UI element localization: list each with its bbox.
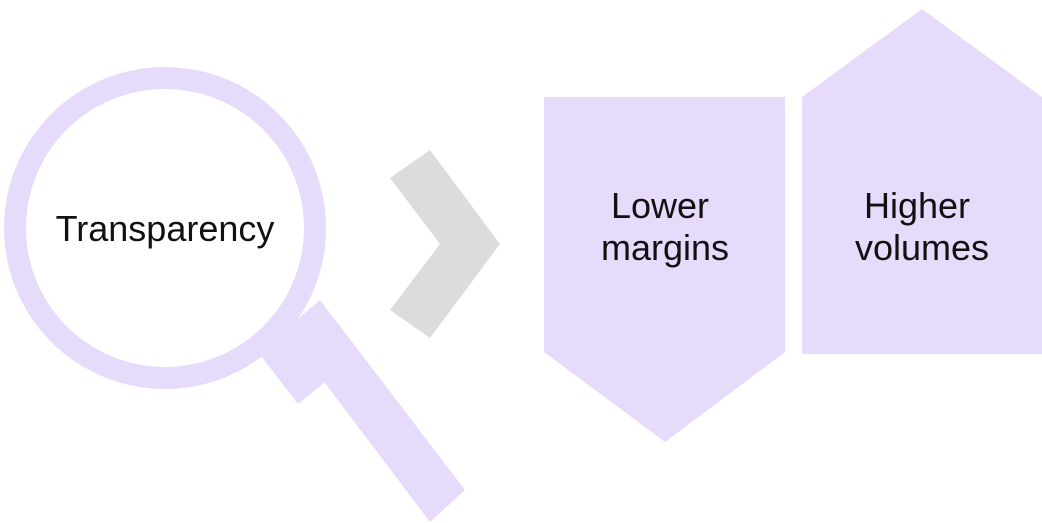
magnifier-handle (285, 300, 465, 522)
down-arrow-label: Lower margins (601, 185, 729, 268)
magnifier-label: Transparency (56, 208, 275, 249)
chevron-right-icon (390, 150, 500, 338)
magnifying-glass-icon: Transparency (4, 67, 465, 522)
down-arrow-label-line2: margins (601, 227, 729, 268)
magnifier-lens (4, 67, 326, 389)
up-arrow-body (802, 9, 1042, 354)
down-arrow-shape: Lower margins (544, 97, 785, 442)
up-arrow-label: Higher volumes (855, 185, 989, 268)
up-arrow-label-line1: Higher (864, 185, 970, 226)
up-arrow-label-line2: volumes (855, 227, 989, 268)
up-arrow-shape: Higher volumes (802, 9, 1042, 354)
down-arrow-body (544, 97, 785, 442)
down-arrow-label-line1: Lower (611, 185, 709, 226)
